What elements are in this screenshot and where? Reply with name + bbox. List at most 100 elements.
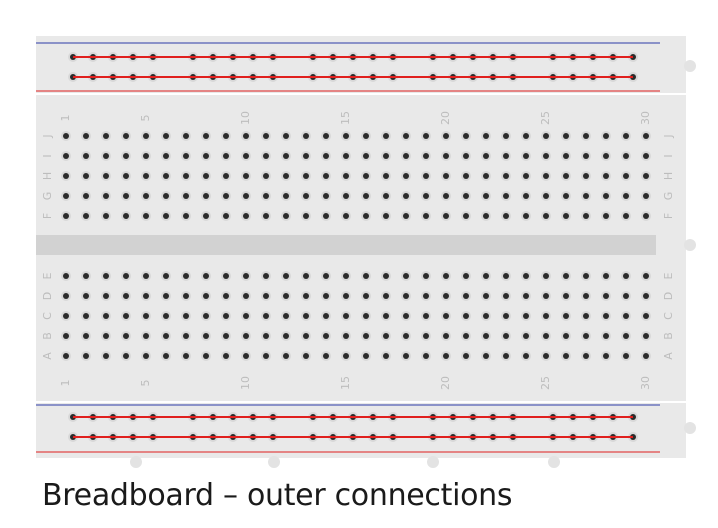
hole-H19[interactable]: [423, 173, 429, 179]
hole-E2[interactable]: [83, 273, 89, 279]
hole-E26[interactable]: [563, 273, 569, 279]
hole-B26[interactable]: [563, 333, 569, 339]
hole-C29[interactable]: [623, 313, 629, 319]
hole-D30[interactable]: [643, 293, 649, 299]
hole-A10[interactable]: [243, 353, 249, 359]
hole-A15[interactable]: [343, 353, 349, 359]
hole-D17[interactable]: [383, 293, 389, 299]
hole-J21[interactable]: [463, 133, 469, 139]
hole-F19[interactable]: [423, 213, 429, 219]
hole-F22[interactable]: [483, 213, 489, 219]
hole-A18[interactable]: [403, 353, 409, 359]
hole-G30[interactable]: [643, 193, 649, 199]
hole-H16[interactable]: [363, 173, 369, 179]
hole-E18[interactable]: [403, 273, 409, 279]
hole-C30[interactable]: [643, 313, 649, 319]
hole-C14[interactable]: [323, 313, 329, 319]
hole-D7[interactable]: [183, 293, 189, 299]
hole-J11[interactable]: [263, 133, 269, 139]
hole-F4[interactable]: [123, 213, 129, 219]
hole-B30[interactable]: [643, 333, 649, 339]
hole-I11[interactable]: [263, 153, 269, 159]
hole-E5[interactable]: [143, 273, 149, 279]
hole-H29[interactable]: [623, 173, 629, 179]
hole-G19[interactable]: [423, 193, 429, 199]
hole-H17[interactable]: [383, 173, 389, 179]
hole-G15[interactable]: [343, 193, 349, 199]
hole-C22[interactable]: [483, 313, 489, 319]
hole-B24[interactable]: [523, 333, 529, 339]
hole-F7[interactable]: [183, 213, 189, 219]
hole-C1[interactable]: [63, 313, 69, 319]
hole-B7[interactable]: [183, 333, 189, 339]
hole-A30[interactable]: [643, 353, 649, 359]
hole-D12[interactable]: [283, 293, 289, 299]
hole-I2[interactable]: [83, 153, 89, 159]
hole-C11[interactable]: [263, 313, 269, 319]
hole-I8[interactable]: [203, 153, 209, 159]
hole-F2[interactable]: [83, 213, 89, 219]
hole-C25[interactable]: [543, 313, 549, 319]
hole-G6[interactable]: [163, 193, 169, 199]
hole-D20[interactable]: [443, 293, 449, 299]
hole-A14[interactable]: [323, 353, 329, 359]
hole-F26[interactable]: [563, 213, 569, 219]
hole-C17[interactable]: [383, 313, 389, 319]
hole-G11[interactable]: [263, 193, 269, 199]
hole-F27[interactable]: [583, 213, 589, 219]
hole-D11[interactable]: [263, 293, 269, 299]
hole-I6[interactable]: [163, 153, 169, 159]
hole-B13[interactable]: [303, 333, 309, 339]
hole-I18[interactable]: [403, 153, 409, 159]
hole-C8[interactable]: [203, 313, 209, 319]
hole-F15[interactable]: [343, 213, 349, 219]
hole-F11[interactable]: [263, 213, 269, 219]
hole-E8[interactable]: [203, 273, 209, 279]
hole-F21[interactable]: [463, 213, 469, 219]
hole-G9[interactable]: [223, 193, 229, 199]
hole-H11[interactable]: [263, 173, 269, 179]
hole-H22[interactable]: [483, 173, 489, 179]
hole-G8[interactable]: [203, 193, 209, 199]
hole-C10[interactable]: [243, 313, 249, 319]
hole-A3[interactable]: [103, 353, 109, 359]
hole-I14[interactable]: [323, 153, 329, 159]
hole-A24[interactable]: [523, 353, 529, 359]
hole-A13[interactable]: [303, 353, 309, 359]
hole-J18[interactable]: [403, 133, 409, 139]
hole-H13[interactable]: [303, 173, 309, 179]
hole-F14[interactable]: [323, 213, 329, 219]
hole-J2[interactable]: [83, 133, 89, 139]
hole-J27[interactable]: [583, 133, 589, 139]
hole-I13[interactable]: [303, 153, 309, 159]
hole-A4[interactable]: [123, 353, 129, 359]
hole-J25[interactable]: [543, 133, 549, 139]
hole-E7[interactable]: [183, 273, 189, 279]
hole-D4[interactable]: [123, 293, 129, 299]
hole-D18[interactable]: [403, 293, 409, 299]
hole-F9[interactable]: [223, 213, 229, 219]
hole-F20[interactable]: [443, 213, 449, 219]
hole-J28[interactable]: [603, 133, 609, 139]
hole-J10[interactable]: [243, 133, 249, 139]
hole-I15[interactable]: [343, 153, 349, 159]
hole-F28[interactable]: [603, 213, 609, 219]
hole-I17[interactable]: [383, 153, 389, 159]
hole-E20[interactable]: [443, 273, 449, 279]
hole-E24[interactable]: [523, 273, 529, 279]
hole-G10[interactable]: [243, 193, 249, 199]
hole-D23[interactable]: [503, 293, 509, 299]
hole-E6[interactable]: [163, 273, 169, 279]
hole-F10[interactable]: [243, 213, 249, 219]
hole-G4[interactable]: [123, 193, 129, 199]
hole-H6[interactable]: [163, 173, 169, 179]
hole-A16[interactable]: [363, 353, 369, 359]
hole-C15[interactable]: [343, 313, 349, 319]
hole-B4[interactable]: [123, 333, 129, 339]
hole-C3[interactable]: [103, 313, 109, 319]
hole-B19[interactable]: [423, 333, 429, 339]
hole-G27[interactable]: [583, 193, 589, 199]
hole-E30[interactable]: [643, 273, 649, 279]
hole-J22[interactable]: [483, 133, 489, 139]
hole-E22[interactable]: [483, 273, 489, 279]
